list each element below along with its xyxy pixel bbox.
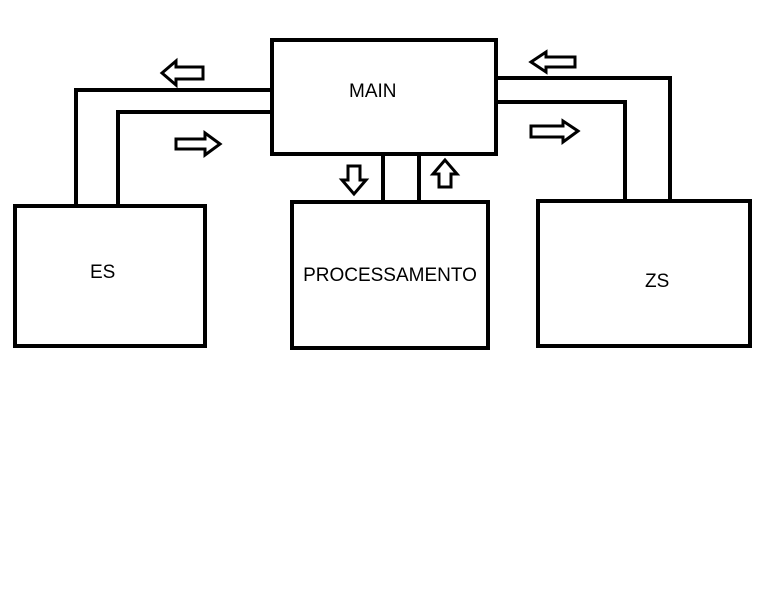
zs-label: ZS: [645, 271, 669, 292]
main-label: MAIN: [349, 81, 397, 102]
arrow-left-icon: [159, 57, 205, 89]
arrow-right-icon: [529, 118, 581, 145]
processamento-box: [290, 200, 490, 350]
connector-main-zs-inner: [494, 100, 627, 203]
arrow-right-icon: [174, 130, 223, 158]
es-label: ES: [90, 262, 115, 283]
main-box: [270, 38, 498, 156]
arrow-left-icon: [528, 49, 577, 75]
connector-main-zs-outer: [494, 76, 672, 203]
zs-box: [536, 199, 752, 348]
connector-main-es-inner: [116, 110, 274, 208]
processamento-label: PROCESSAMENTO: [303, 265, 477, 286]
arrow-down-icon: [338, 164, 370, 197]
arrow-up-icon: [429, 157, 461, 189]
es-box: [13, 204, 207, 348]
connector-main-es-outer: [74, 88, 274, 208]
